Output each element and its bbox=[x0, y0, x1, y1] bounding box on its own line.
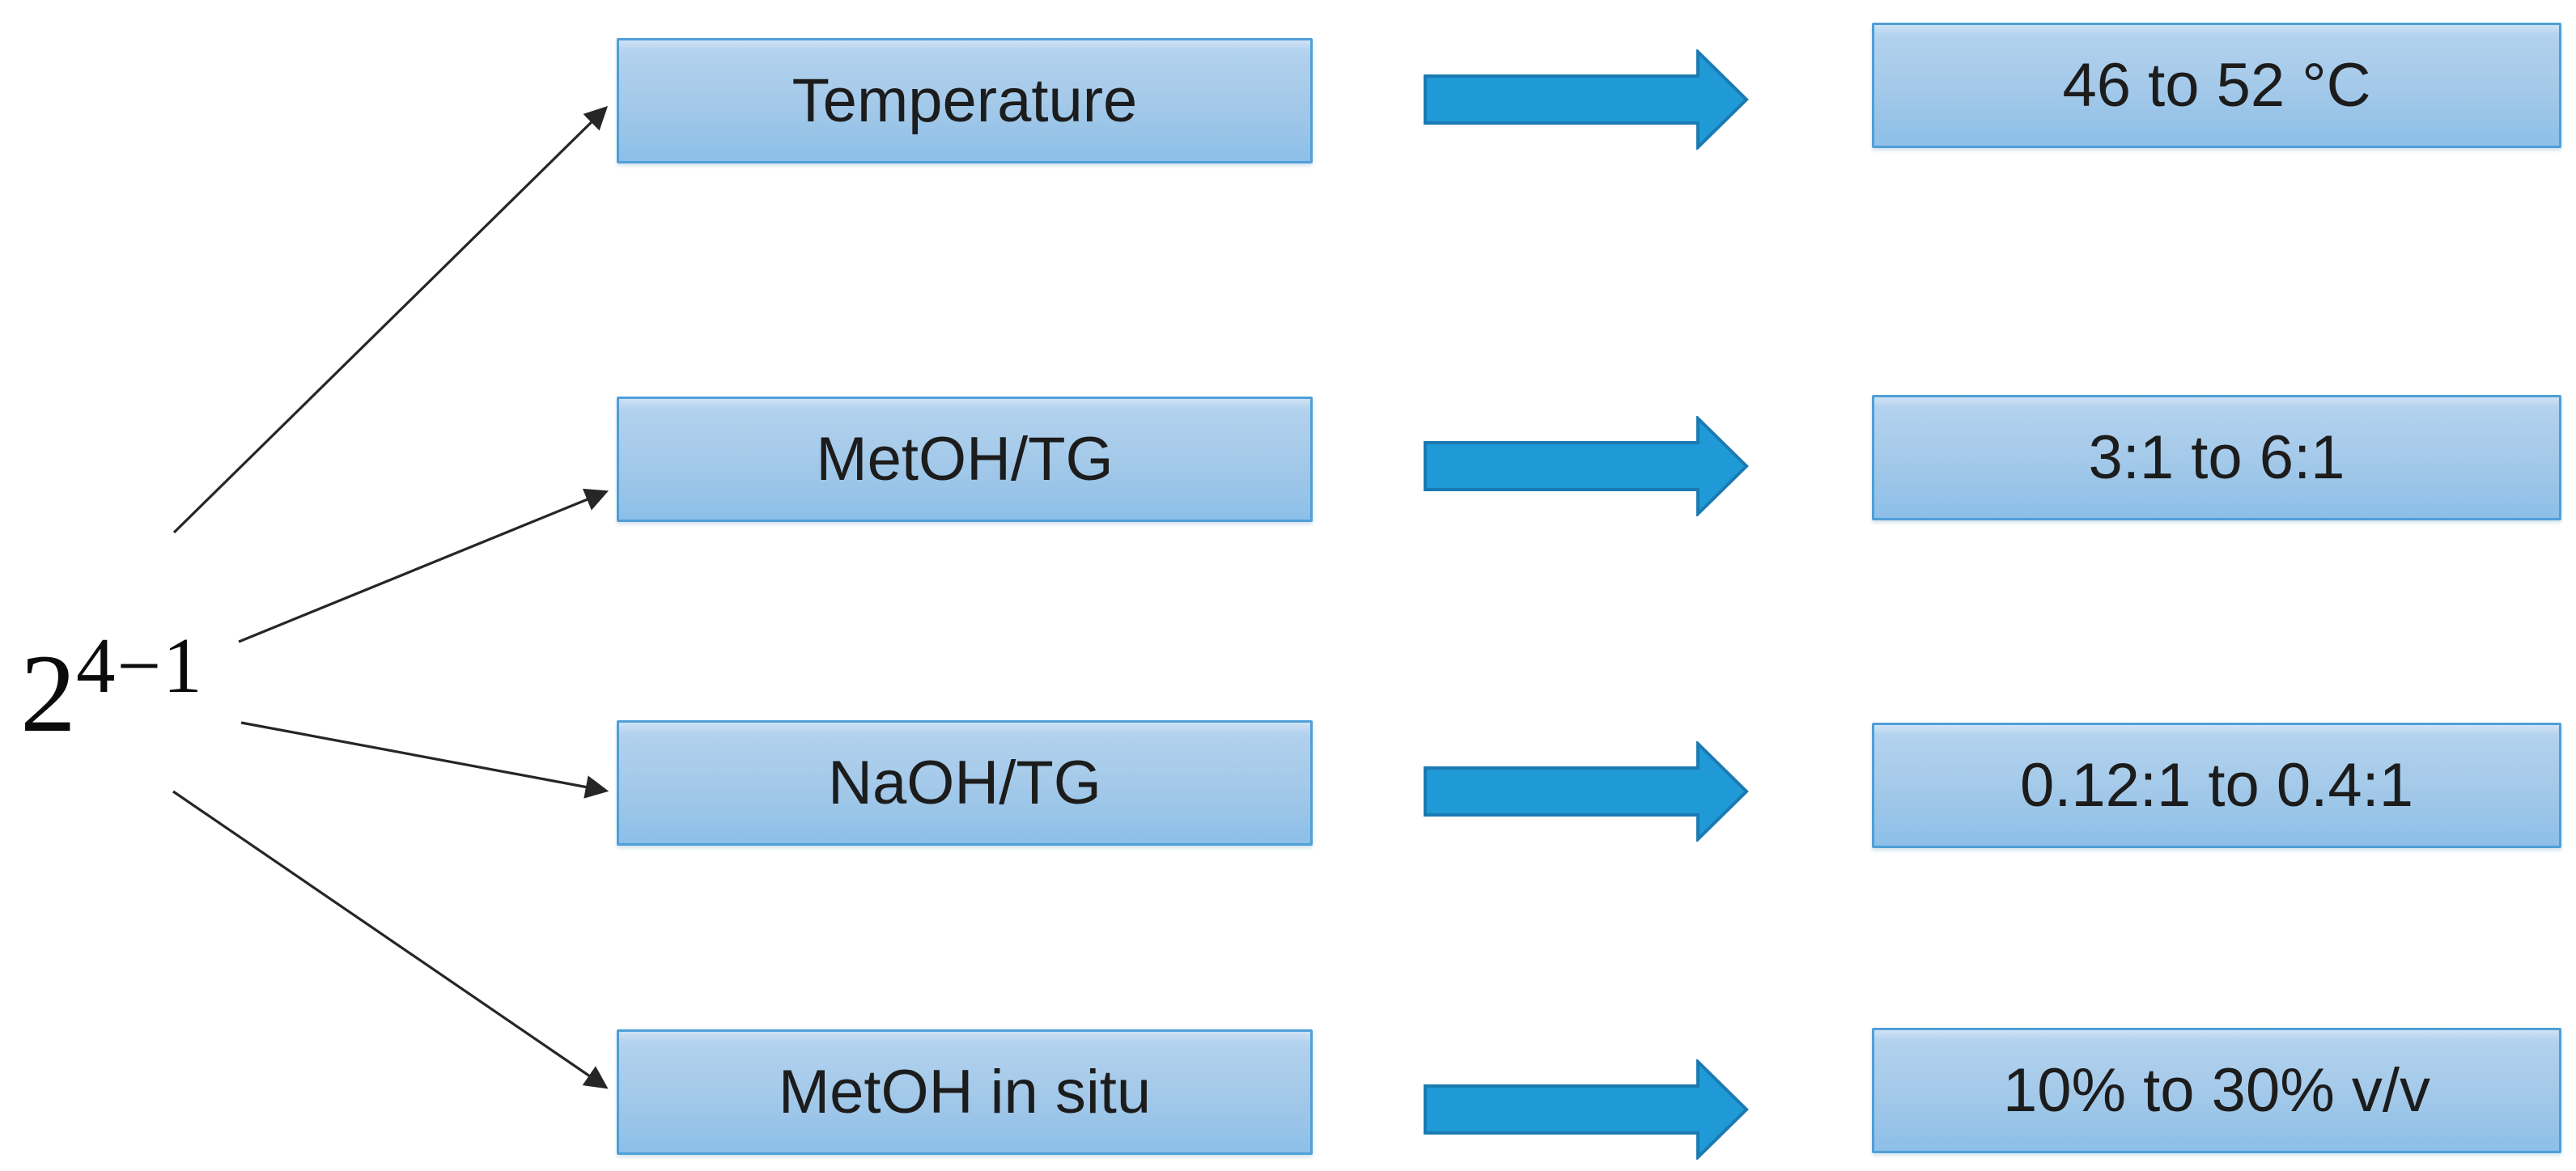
connector-arrow-metoh-in-situ bbox=[172, 790, 609, 1089]
factor-label: MetOH in situ bbox=[778, 1058, 1152, 1126]
design-label: 24−1 bbox=[20, 626, 204, 749]
range-box-metoh-in-situ: 10% to 30% v/v bbox=[1872, 1028, 2561, 1153]
connector-arrow-naoh-tg bbox=[240, 721, 609, 799]
range-box-metoh-tg: 3:1 to 6:1 bbox=[1872, 395, 2561, 520]
connector-arrow-metoh-tg bbox=[238, 488, 609, 643]
factor-box-naoh-tg: NaOH/TG bbox=[617, 720, 1313, 846]
range-box-temperature: 46 to 52 °C bbox=[1872, 23, 2561, 148]
range-label: 10% to 30% v/v bbox=[2002, 1056, 2431, 1125]
design-label-base: 2 bbox=[20, 631, 76, 755]
range-label: 3:1 to 6:1 bbox=[2088, 423, 2345, 492]
block-arrow-shape bbox=[1424, 741, 1749, 842]
right-block-arrow-icon bbox=[1424, 1059, 1749, 1160]
connector-arrow-temperature bbox=[172, 105, 609, 534]
design-label-exponent: 4−1 bbox=[76, 622, 204, 709]
block-arrow-shape bbox=[1424, 1059, 1749, 1160]
factor-label: Temperature bbox=[791, 66, 1138, 135]
block-arrow-shape bbox=[1424, 416, 1749, 516]
right-block-arrow-icon bbox=[1424, 741, 1749, 842]
range-box-naoh-tg: 0.12:1 to 0.4:1 bbox=[1872, 723, 2561, 848]
factor-label: MetOH/TG bbox=[816, 425, 1114, 494]
factor-box-metoh-in-situ: MetOH in situ bbox=[617, 1029, 1313, 1155]
range-label: 0.12:1 to 0.4:1 bbox=[2020, 751, 2413, 820]
right-block-arrow-icon bbox=[1424, 416, 1749, 516]
factor-label: NaOH/TG bbox=[828, 749, 1101, 817]
right-block-arrow-icon bbox=[1424, 49, 1749, 150]
factor-box-temperature: Temperature bbox=[617, 38, 1313, 163]
range-label: 46 to 52 °C bbox=[2062, 51, 2371, 120]
block-arrow-shape bbox=[1424, 49, 1749, 150]
factor-box-metoh-tg: MetOH/TG bbox=[617, 397, 1313, 522]
